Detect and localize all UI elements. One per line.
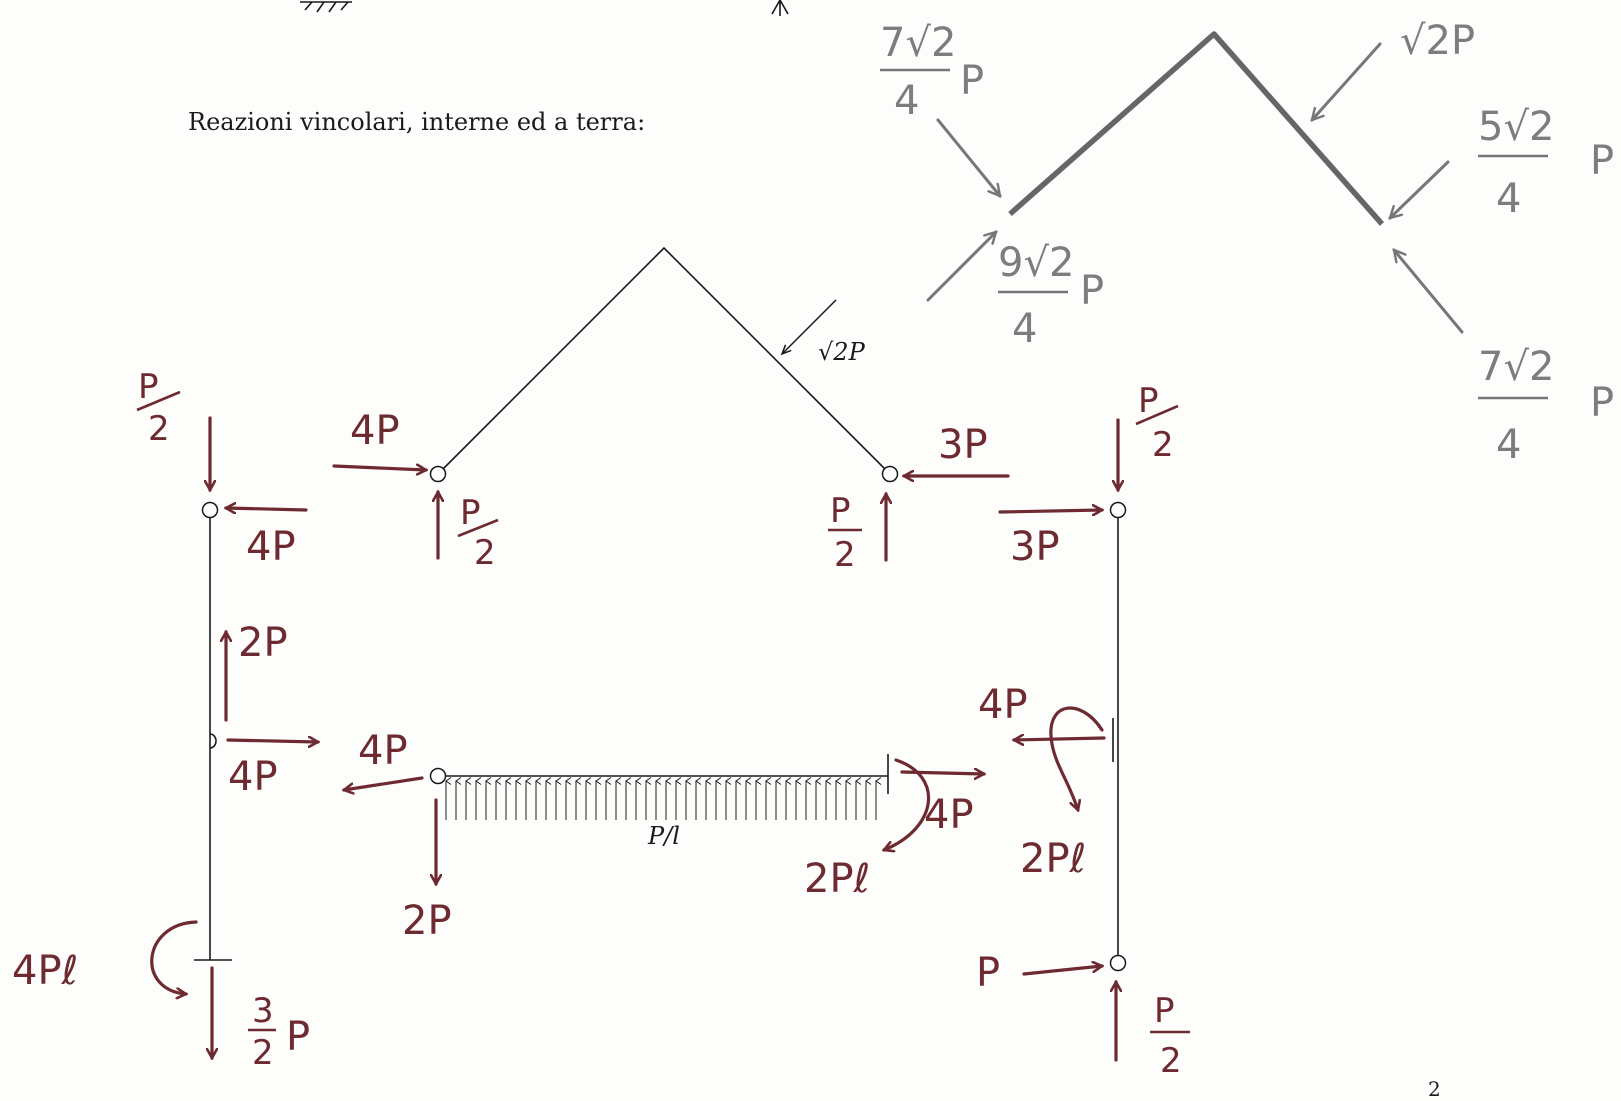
svg-text:3P: 3P xyxy=(1010,524,1060,570)
lower-beam xyxy=(438,754,889,794)
svg-text:4P: 4P xyxy=(228,754,278,800)
svg-text:4P: 4P xyxy=(978,682,1028,728)
roof-load-arrow: √2P xyxy=(780,299,866,366)
reaction-roof-left-vertical: P 2 xyxy=(438,492,499,573)
reaction-roof-right-vertical: P 2 xyxy=(828,491,886,575)
svg-text:4Pℓ: 4Pℓ xyxy=(12,948,78,994)
hinge-beam-left xyxy=(429,767,447,785)
svg-text:2: 2 xyxy=(252,1033,274,1073)
reaction-left-mid-horizontal: 4P xyxy=(226,740,318,800)
sketch-top-load: √2P xyxy=(1312,18,1475,120)
hinge-roof-right xyxy=(881,465,899,483)
svg-text:P: P xyxy=(1154,991,1175,1031)
ground-hatch-remnant xyxy=(300,0,789,16)
svg-text:4P: 4P xyxy=(350,408,400,454)
distributed-load-arrows xyxy=(445,777,882,820)
right-column xyxy=(1112,510,1119,960)
svg-text:P: P xyxy=(830,491,851,531)
svg-text:P: P xyxy=(286,1014,310,1060)
svg-text:P: P xyxy=(1590,138,1614,184)
pencil-sketch: √2P 7√2 4 P 9√2 4 P 5√2 4 P xyxy=(880,18,1614,468)
svg-text:P: P xyxy=(1590,380,1614,426)
left-column xyxy=(194,510,232,961)
sketch-left-top-force: 7√2 4 P xyxy=(880,20,1000,196)
reaction-roof-left-horizontal: 4P xyxy=(332,408,426,470)
svg-text:P: P xyxy=(976,950,1000,996)
svg-text:2Pℓ: 2Pℓ xyxy=(1020,836,1086,882)
reaction-right-top-vertical: P 2 xyxy=(1118,381,1179,490)
svg-text:P: P xyxy=(1080,268,1104,314)
reaction-right-top-horizontal: 3P xyxy=(998,510,1102,570)
svg-text:9√2: 9√2 xyxy=(998,240,1074,286)
svg-text:4: 4 xyxy=(1012,306,1037,352)
hinge-right-top xyxy=(1109,501,1127,519)
reaction-base-right-horizontal: P xyxy=(976,950,1102,996)
svg-text:4P: 4P xyxy=(358,728,408,774)
sketch-left-bottom-force: 9√2 4 P xyxy=(926,232,1104,352)
svg-text:4: 4 xyxy=(1496,422,1521,468)
sketch-right-bottom-force: 7√2 4 P xyxy=(1394,250,1614,468)
svg-text:7√2: 7√2 xyxy=(1478,344,1554,390)
svg-text:√2P: √2P xyxy=(1400,18,1475,64)
reaction-left-top-horizontal: 4P xyxy=(226,508,308,570)
reaction-left-top-vertical: P 2 xyxy=(136,367,210,490)
svg-text:3: 3 xyxy=(252,991,274,1031)
svg-text:P: P xyxy=(960,58,984,104)
page-number: 2 xyxy=(1428,1077,1441,1101)
svg-text:3P: 3P xyxy=(938,422,988,468)
reaction-left-mid-vertical: 2P xyxy=(226,620,288,722)
svg-text:2: 2 xyxy=(474,533,496,573)
svg-text:7√2: 7√2 xyxy=(880,20,956,66)
svg-text:5√2: 5√2 xyxy=(1478,104,1554,150)
reaction-beam-left-horizontal: 4P xyxy=(344,728,424,790)
section-heading: Reazioni vincolari, interne ed a terra: xyxy=(188,108,646,136)
reaction-beam-right-moment: 2Pℓ xyxy=(804,758,931,902)
reaction-right-mid-moment: 2Pℓ xyxy=(1020,706,1104,882)
distributed-load-label: P/l xyxy=(647,822,680,850)
reaction-roof-right-horizontal: 3P xyxy=(904,422,1010,476)
hinge-right-base xyxy=(1109,954,1127,972)
svg-text:P: P xyxy=(460,493,481,533)
reaction-base-left-moment: 4Pℓ xyxy=(12,920,198,994)
svg-text:2Pℓ: 2Pℓ xyxy=(804,856,870,902)
reaction-base-left-vertical: 3 2 P xyxy=(212,966,310,1073)
svg-text:P: P xyxy=(1138,381,1159,421)
hinge-left-top xyxy=(201,501,219,519)
roof-load-label: √2P xyxy=(818,338,866,366)
svg-text:4P: 4P xyxy=(246,524,296,570)
reaction-beam-left-vertical: 2P xyxy=(402,798,452,944)
svg-text:2: 2 xyxy=(1160,1041,1182,1081)
svg-text:2P: 2P xyxy=(402,898,452,944)
svg-text:2: 2 xyxy=(834,535,856,575)
svg-text:4P: 4P xyxy=(924,792,974,838)
svg-text:2P: 2P xyxy=(238,620,288,666)
reaction-beam-right-horizontal: 4P xyxy=(900,772,984,838)
svg-text:2: 2 xyxy=(1152,425,1174,465)
svg-text:4: 4 xyxy=(894,78,919,124)
sketch-truss xyxy=(1008,31,1385,226)
svg-text:4: 4 xyxy=(1496,176,1521,222)
svg-text:P: P xyxy=(138,367,159,407)
sketch-right-top-force: 5√2 4 P xyxy=(1390,104,1614,222)
hinge-roof-left xyxy=(429,465,447,483)
roof-truss xyxy=(437,246,891,475)
svg-text:2: 2 xyxy=(148,409,170,449)
reaction-base-right-vertical: P 2 xyxy=(1116,982,1190,1081)
reaction-right-mid-horizontal: 4P xyxy=(978,682,1106,740)
